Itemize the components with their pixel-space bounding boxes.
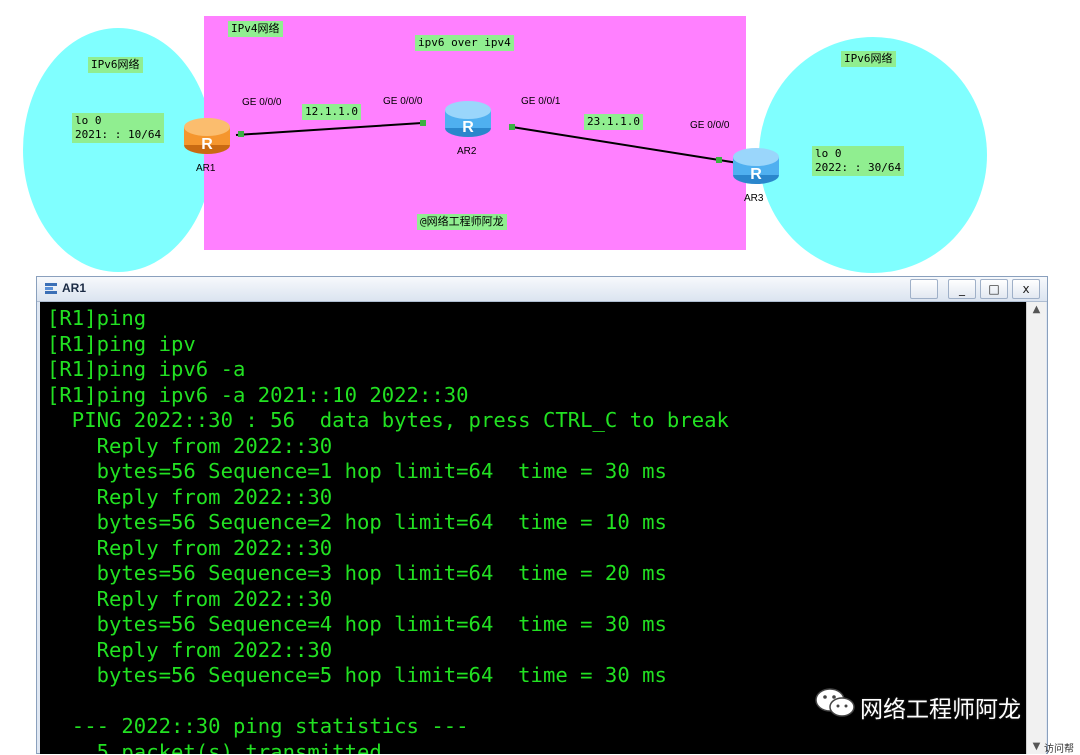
terminal-line: [R1]ping ipv6 -a [47,357,246,381]
terminal-line: --- 2022::30 ping statistics --- [47,714,469,738]
terminal-line: bytes=56 Sequence=5 hop limit=64 time = … [47,663,667,687]
wechat-icon [815,688,855,717]
port-dot [420,120,426,126]
window-title: AR1 [62,281,87,295]
terminal-line: [R1]ping ipv6 -a 2021::10 2022::30 [47,382,469,407]
ar2-port-label: GE 0/0/1 [521,96,561,107]
terminal-line: bytes=56 Sequence=2 hop limit=64 time = … [47,510,667,534]
device-label-ar1: AR1 [196,163,216,174]
terminal-window[interactable]: AR1 _ □ x [R1]ping [R1]ping ipv [R1]ping… [36,276,1048,754]
restore-button[interactable] [910,279,938,299]
link-ar1-ar2 [235,122,423,136]
ar1-port-label: GE 0/0/0 [242,97,282,108]
credit-label: @网络工程师阿龙 [417,214,507,230]
router-icon[interactable]: R [733,148,779,184]
svg-text:R: R [462,119,474,136]
terminal-line: bytes=56 Sequence=3 hop limit=64 time = … [47,561,667,585]
ipv6-left-region [23,28,213,272]
terminal-line: Reply from 2022::30 [47,484,333,509]
terminal-console[interactable]: [R1]ping [R1]ping ipv [R1]ping ipv6 -a [… [40,302,1026,754]
terminal-line: 5 packet(s) transmitted [47,739,382,755]
topology-canvas: R R R IPv6网络 IPv4网络 IPv6网络 ipv6 over ipv… [0,0,1080,275]
link-ar2-ar3-label: 23.1.1.0 [584,114,643,130]
watermark-text: 网络工程师阿龙 [860,697,1021,723]
ensp-app-icon [45,283,57,294]
ar3-port-label: GE 0/0/0 [690,120,730,131]
port-dot [238,131,244,137]
corner-text: 访问帮 [1044,744,1074,755]
maximize-button[interactable]: □ [980,279,1008,299]
router-icon[interactable]: R [184,118,230,154]
minimize-button[interactable]: _ [948,279,976,299]
window-titlebar[interactable]: AR1 _ □ x [37,277,1047,302]
terminal-line: [R1]ping ipv [47,331,196,356]
ipv6-right-label: IPv6网络 [841,51,896,67]
device-label-ar3: AR3 [744,193,764,204]
link-ar1-ar2-label: 12.1.1.0 [302,104,361,120]
terminal-line: Reply from 2022::30 [47,586,333,611]
ar2-port-label: GE 0/0/0 [383,96,423,107]
terminal-line: Reply from 2022::30 [47,535,333,560]
port-dot [509,124,515,130]
watermark: 网络工程师阿龙 [814,686,1021,723]
terminal-line: PING 2022::30 : 56 data bytes, press CTR… [47,408,729,432]
terminal-line: Reply from 2022::30 [47,637,333,662]
scroll-up-icon[interactable]: ▲ [1032,304,1041,315]
topology-drawing: R R R [23,16,987,273]
svg-text:R: R [201,136,213,153]
ar3-loopback-label: lo 0 2022: : 30/64 [812,146,905,176]
terminal-line: [R1]ping [47,306,147,330]
terminal-line: Reply from 2022::30 [47,433,333,458]
ipv4-label: IPv4网络 [228,21,283,37]
svg-text:R: R [750,166,762,183]
terminal-output: [R1]ping [R1]ping ipv [R1]ping ipv6 -a [… [40,302,1026,754]
close-button[interactable]: x [1012,279,1040,299]
device-label-ar2: AR2 [457,146,477,157]
ipv6-left-label: IPv6网络 [88,57,143,73]
router-icon[interactable]: R [445,101,491,137]
vertical-scrollbar[interactable]: ▲ ▼ [1026,302,1046,754]
link-ar2-ar3 [511,126,739,164]
ar1-loopback-label: lo 0 2021: : 10/64 [72,113,165,143]
port-dot [716,157,722,163]
scroll-down-icon[interactable]: ▼ [1032,741,1041,752]
tunnel-label: ipv6 over ipv4 [415,35,514,51]
terminal-line: bytes=56 Sequence=1 hop limit=64 time = … [47,459,667,483]
terminal-line: bytes=56 Sequence=4 hop limit=64 time = … [47,612,667,636]
